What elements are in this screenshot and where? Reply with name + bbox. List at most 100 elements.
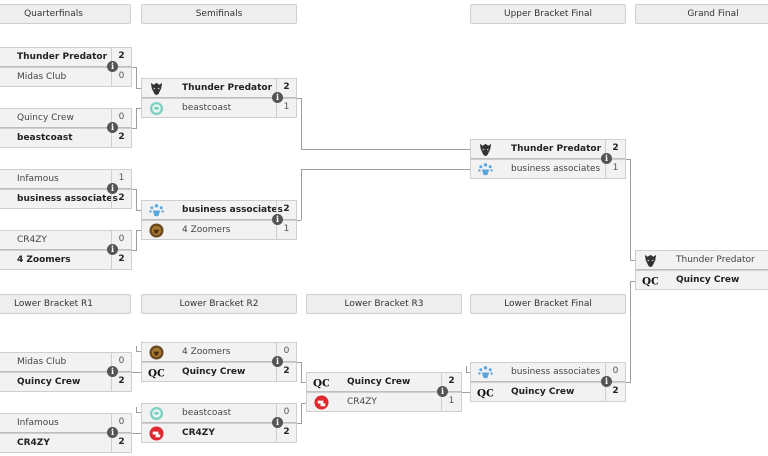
header-quarterfinals: Quarterfinals <box>0 4 131 24</box>
thunder-predator-icon <box>148 81 164 96</box>
match-info-icon[interactable]: i <box>272 92 283 103</box>
match-info-icon[interactable]: i <box>107 427 118 438</box>
team-score: 0 <box>111 67 131 87</box>
team-row[interactable]: CR4ZY 0 <box>0 230 132 250</box>
team-score: 2 <box>276 423 296 443</box>
match-info-icon[interactable]: i <box>601 153 612 164</box>
team-name: CR4ZY <box>17 235 47 245</box>
team-name: Thunder Predator <box>17 52 108 62</box>
team-score: 0 <box>605 362 625 382</box>
team-name: 4 Zoomers <box>182 225 231 235</box>
match-info-icon[interactable]: i <box>107 244 118 255</box>
team-name: Infamous <box>17 418 59 428</box>
team-score: 0 <box>111 413 131 433</box>
team-score: 1 <box>111 169 131 189</box>
team-score: 2 <box>111 47 131 67</box>
team-name: CR4ZY <box>347 397 377 407</box>
match-info-icon[interactable]: i <box>107 366 118 377</box>
quincy-crew-icon <box>148 365 164 380</box>
match-info-icon[interactable]: i <box>437 386 448 397</box>
match-info-icon[interactable]: i <box>272 356 283 367</box>
team-name: Thunder Predator <box>182 83 273 93</box>
team-score: 1 <box>276 98 296 118</box>
quincy-crew-icon <box>477 385 493 400</box>
team-score: 0 <box>111 230 131 250</box>
cr4zy-icon <box>313 395 329 410</box>
team-name: business associates <box>17 194 118 204</box>
team-row[interactable]: Infamous 0 <box>0 413 132 433</box>
team-name: 4 Zoomers <box>182 347 231 357</box>
team-score: 0 <box>276 342 296 362</box>
team-score: 2 <box>605 139 625 159</box>
team-score: 2 <box>276 362 296 382</box>
4-zoomers-icon <box>148 345 164 360</box>
team-name: beastcoast <box>17 133 73 143</box>
team-name: CR4ZY <box>182 428 215 438</box>
team-name: Thunder Predator <box>676 255 755 265</box>
match-info-icon[interactable]: i <box>107 183 118 194</box>
team-row[interactable]: CR4ZY 2 <box>141 423 297 443</box>
team-name: 4 Zoomers <box>17 255 71 265</box>
match-info-icon[interactable]: i <box>107 61 118 72</box>
match-info-icon[interactable]: i <box>107 122 118 133</box>
business-associates-icon <box>148 203 164 218</box>
team-row[interactable]: Thunder Predator <box>635 250 768 270</box>
team-name: Quincy Crew <box>17 113 74 123</box>
team-row[interactable]: Quincy Crew 2 <box>141 362 297 382</box>
beastcoast-icon <box>148 101 164 116</box>
team-name: Quincy Crew <box>182 367 246 377</box>
team-score: 2 <box>111 372 131 392</box>
match-info-icon[interactable]: i <box>601 376 612 387</box>
match-info-icon[interactable]: i <box>272 417 283 428</box>
team-row[interactable]: 4 Zoomers 0 <box>141 342 297 362</box>
quincy-crew-icon <box>642 273 658 288</box>
match-info-icon[interactable]: i <box>272 214 283 225</box>
team-score: 2 <box>276 78 296 98</box>
header-lower-bracket-r1: Lower Bracket R1 <box>0 294 131 314</box>
team-row[interactable]: business associates 1 <box>470 159 626 179</box>
team-row[interactable]: Quincy Crew <box>635 270 768 290</box>
header-lower-bracket-r3: Lower Bracket R3 <box>306 294 462 314</box>
cr4zy-icon <box>148 426 164 441</box>
team-name: business associates <box>511 164 601 174</box>
team-score: 0 <box>276 403 296 423</box>
team-score: 1 <box>605 159 625 179</box>
header-semifinals: Semifinals <box>141 4 297 24</box>
4-zoomers-icon <box>148 223 164 238</box>
business-associates-icon <box>477 365 493 380</box>
